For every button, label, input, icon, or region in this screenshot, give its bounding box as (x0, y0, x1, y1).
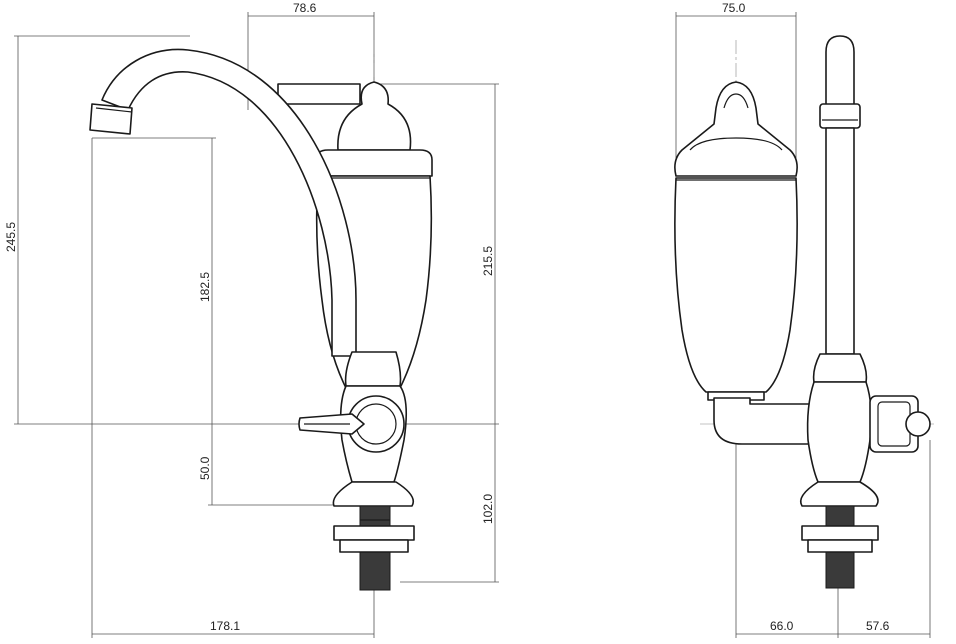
right-base-flange (799, 481, 879, 507)
dim-right-75-0: 75.0 (722, 1, 746, 15)
dim-left-215-5: 215.5 (481, 246, 495, 276)
dim-left-50-0: 50.0 (198, 456, 212, 480)
left-spout (89, 48, 357, 357)
right-spout-column (819, 35, 861, 355)
right-valve-body (806, 353, 931, 483)
dim-right-66-0: 66.0 (770, 619, 794, 633)
left-view: 78.6 245.5 182.5 215.5 50.0 102.0 178.1 (4, 1, 499, 638)
right-threaded-shank (801, 505, 879, 589)
dim-left-245-5: 245.5 (4, 222, 18, 252)
right-outlet-pipe (713, 397, 813, 445)
left-valve-body (298, 351, 408, 483)
left-threaded-shank (333, 505, 415, 591)
left-base-flange (332, 481, 415, 507)
dim-left-78-6: 78.6 (293, 1, 317, 15)
right-filter-canister (674, 81, 798, 401)
dim-left-102-0: 102.0 (481, 494, 495, 524)
dim-left-178-1: 178.1 (210, 619, 240, 633)
dim-right-57-6: 57.6 (866, 619, 890, 633)
left-dimension-lines (14, 12, 499, 638)
dim-left-182-5: 182.5 (198, 272, 212, 302)
right-view: 75.0 66.0 57.6 (674, 1, 934, 638)
